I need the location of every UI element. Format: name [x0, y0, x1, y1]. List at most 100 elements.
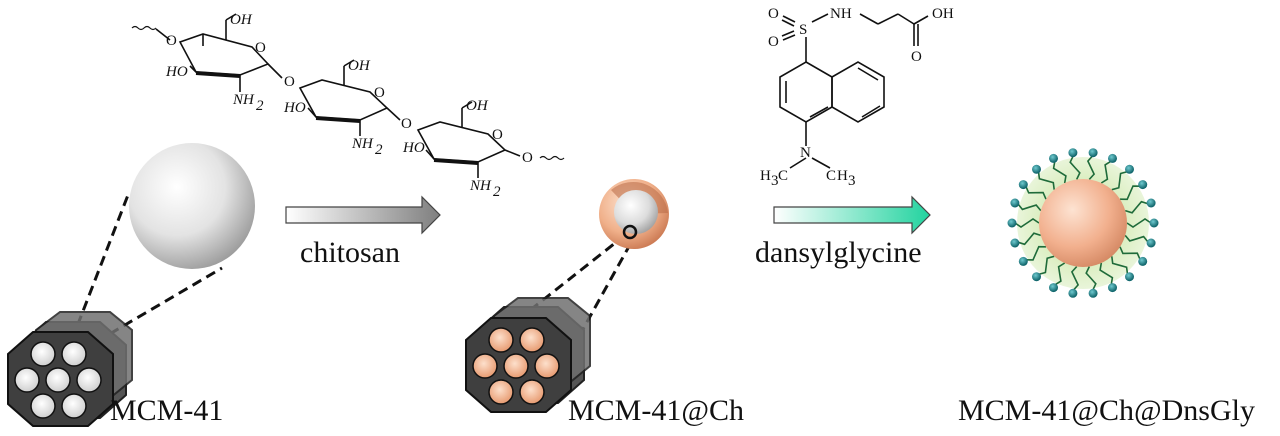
dns-h3c-c: C [778, 168, 788, 184]
pore [488, 327, 514, 353]
ligand-tip [1007, 218, 1017, 228]
dns-h3c-h: H [760, 168, 771, 184]
ligand-tip [1068, 288, 1078, 298]
mcm41-pore-bundle [7, 311, 133, 427]
ligand-tip [1138, 180, 1148, 190]
ligand-chain [1086, 155, 1096, 180]
ligand-chain [1025, 185, 1047, 200]
ligand-tip [1108, 153, 1117, 163]
ligand-tip [1032, 272, 1041, 282]
chitosan-ho-3: HO [402, 140, 425, 156]
ligand-tip [1032, 164, 1041, 174]
zoom-line-top [64, 194, 130, 356]
pore [534, 353, 560, 379]
pore [519, 379, 545, 405]
final-core [1039, 179, 1127, 267]
ligand-chain [1014, 218, 1040, 228]
mcm41-ch-particle-group [465, 179, 669, 413]
step-label-chitosan: chitosan [300, 236, 400, 269]
ligand-chain [1100, 160, 1112, 184]
ligand-tip [1088, 288, 1098, 298]
pore [30, 341, 56, 367]
chitosan-nh2-3: NH [469, 178, 492, 194]
ligand-chain [1038, 255, 1055, 276]
chitosan-ring-o-1: O [255, 40, 266, 56]
silica-core [614, 190, 658, 234]
dns-nh: NH [830, 6, 852, 22]
pore [472, 353, 498, 379]
ligand-tip [1018, 180, 1028, 190]
ligand-tip [1010, 198, 1020, 208]
chitosan-oh-1: OH [230, 12, 253, 28]
ligand-chain [1126, 218, 1152, 228]
chitosan-nh2-1: NH [232, 92, 255, 108]
pore [76, 367, 102, 393]
ligand-tip [1125, 164, 1134, 174]
dansylglycine-structure [779, 13, 929, 169]
pore [61, 393, 87, 419]
chitosan-labels: O OH O HO NH 2 O OH O HO NH 2 O OH O HO … [165, 12, 533, 200]
chitosan-structure [131, 13, 565, 178]
chitosan-ring-o-2: O [374, 85, 385, 101]
ligand-chain [1037, 171, 1055, 190]
chitosan-nh2-2: NH [351, 136, 374, 152]
pore [519, 327, 545, 353]
dns-ch3-sub: 3 [848, 173, 856, 189]
dns-ch3-c: C [826, 168, 836, 184]
arrow-chitosan [285, 195, 441, 235]
ligand-tip [1049, 153, 1058, 163]
ligand-chain [1111, 256, 1129, 275]
label-mcm41-ch-dnsgly: MCM-41@Ch@DnsGly [958, 394, 1255, 427]
chitosan-o-4: O [522, 150, 533, 166]
ligand-tip [1108, 283, 1117, 293]
ligand-tip [1010, 238, 1020, 248]
chitosan-ho-1: HO [165, 64, 188, 80]
polymer-chain-end-left [131, 25, 157, 31]
zoom-marker [622, 224, 638, 240]
dns-oh: OH [932, 6, 954, 22]
pore [30, 393, 56, 419]
ligand-chain [1111, 170, 1128, 191]
label-mcm41: MCM-41 [110, 394, 224, 427]
ligand-chain [1054, 262, 1066, 286]
ligand-chain [1025, 245, 1047, 261]
ligand-tip [1138, 256, 1148, 266]
ligand-chain [1124, 234, 1149, 243]
ligand-tip [1125, 272, 1134, 282]
pore [503, 353, 529, 379]
chitosan-nh2-3-sub: 2 [493, 184, 501, 200]
pore [61, 341, 87, 367]
dns-n: N [800, 145, 811, 161]
pore [14, 367, 40, 393]
mcm41-ch-dnsgly-particle-group [1007, 148, 1159, 298]
ligand-chain [1069, 155, 1081, 180]
dns-ch3-h: H [837, 168, 848, 184]
dns-s: S [799, 22, 807, 38]
ligand-tip [1088, 148, 1098, 158]
pore [45, 367, 71, 393]
chitosan-o-2: O [284, 74, 295, 90]
pore [488, 379, 514, 405]
ligand-tip [1049, 283, 1058, 293]
chitosan-ring-o-3: O [492, 127, 503, 143]
label-mcm41-ch: MCM-41@Ch [568, 394, 744, 427]
polymer-chain-end-right [539, 155, 565, 161]
ligand-chain [1052, 160, 1067, 184]
chitosan-o-1: O [166, 33, 177, 49]
chitosan-oh-3: OH [466, 98, 489, 114]
step-label-dansylglycine: dansylglycine [755, 236, 922, 269]
ligand-chain [1017, 203, 1042, 212]
ligand-chain [1070, 266, 1080, 291]
arrow-dansylglycine [773, 195, 931, 235]
dns-h3c-sub: 3 [771, 173, 779, 189]
dns-o-bottom: O [768, 34, 779, 50]
mcm41-ch-pore-bundle [465, 297, 591, 413]
ligand-chain [1119, 246, 1141, 261]
ligand-tip [1018, 256, 1028, 266]
chitosan-o-3: O [401, 116, 412, 132]
chitosan-nh2-1-sub: 2 [256, 98, 264, 114]
ligand-tip [1068, 148, 1078, 158]
ligand-chain [1099, 262, 1114, 286]
ligand-tip [1149, 218, 1159, 228]
